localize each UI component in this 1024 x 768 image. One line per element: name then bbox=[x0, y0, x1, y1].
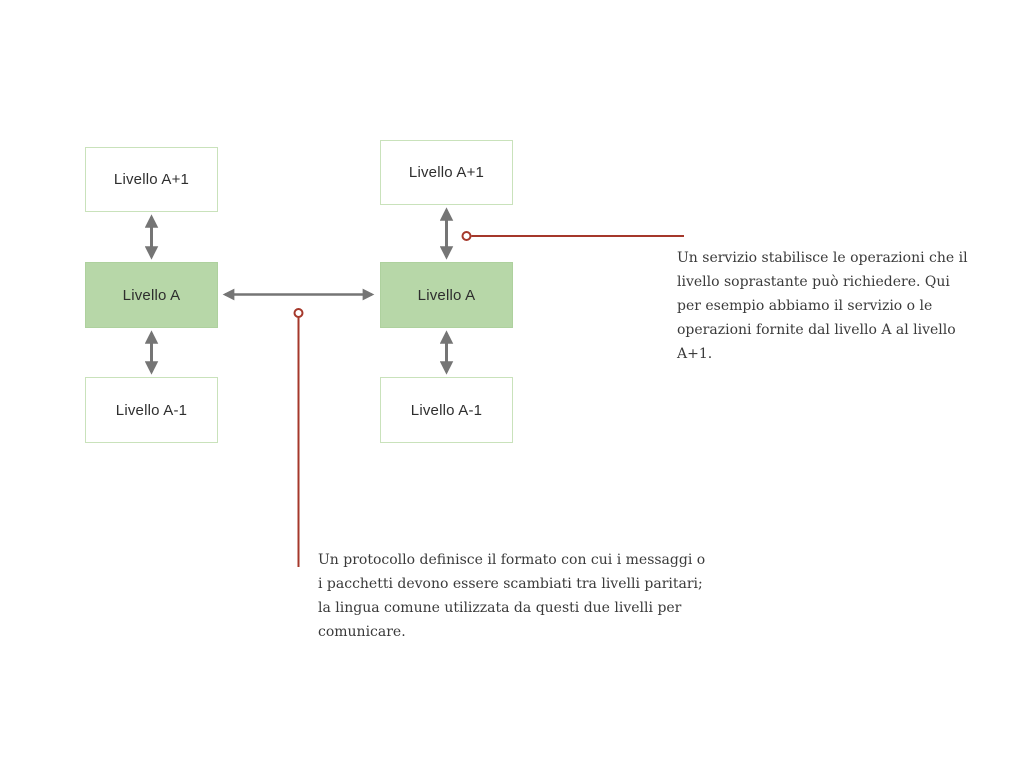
box-left-livello-a-minus-1: Livello A-1 bbox=[85, 377, 218, 443]
service-annotation-text: Un servizio stabilisce le operazioni che… bbox=[677, 250, 968, 362]
box-left-livello-a-label: Livello A bbox=[122, 286, 181, 304]
service-connector-endpoint bbox=[461, 231, 472, 241]
box-right-livello-a: Livello A bbox=[380, 262, 513, 328]
service-connector bbox=[461, 231, 684, 241]
box-right-livello-a-minus-1-label: Livello A-1 bbox=[410, 401, 483, 419]
box-left-livello-a-plus-1-label: Livello A+1 bbox=[113, 171, 190, 188]
protocol-connector-endpoint bbox=[293, 308, 304, 318]
box-left-livello-a-plus-1: Livello A+1 bbox=[85, 147, 218, 212]
box-right-livello-a-minus-1: Livello A-1 bbox=[380, 377, 513, 443]
box-right-livello-a-plus-1: Livello A+1 bbox=[380, 140, 513, 205]
box-right-livello-a-label: Livello A bbox=[417, 286, 476, 304]
box-left-livello-a-minus-1-label: Livello A-1 bbox=[115, 401, 188, 419]
protocol-connector bbox=[293, 308, 304, 567]
box-left-livello-a: Livello A bbox=[85, 262, 218, 328]
box-right-livello-a-plus-1-label: Livello A+1 bbox=[408, 164, 485, 181]
protocol-annotation-text: Un protocollo definisce il formato con c… bbox=[318, 552, 706, 640]
